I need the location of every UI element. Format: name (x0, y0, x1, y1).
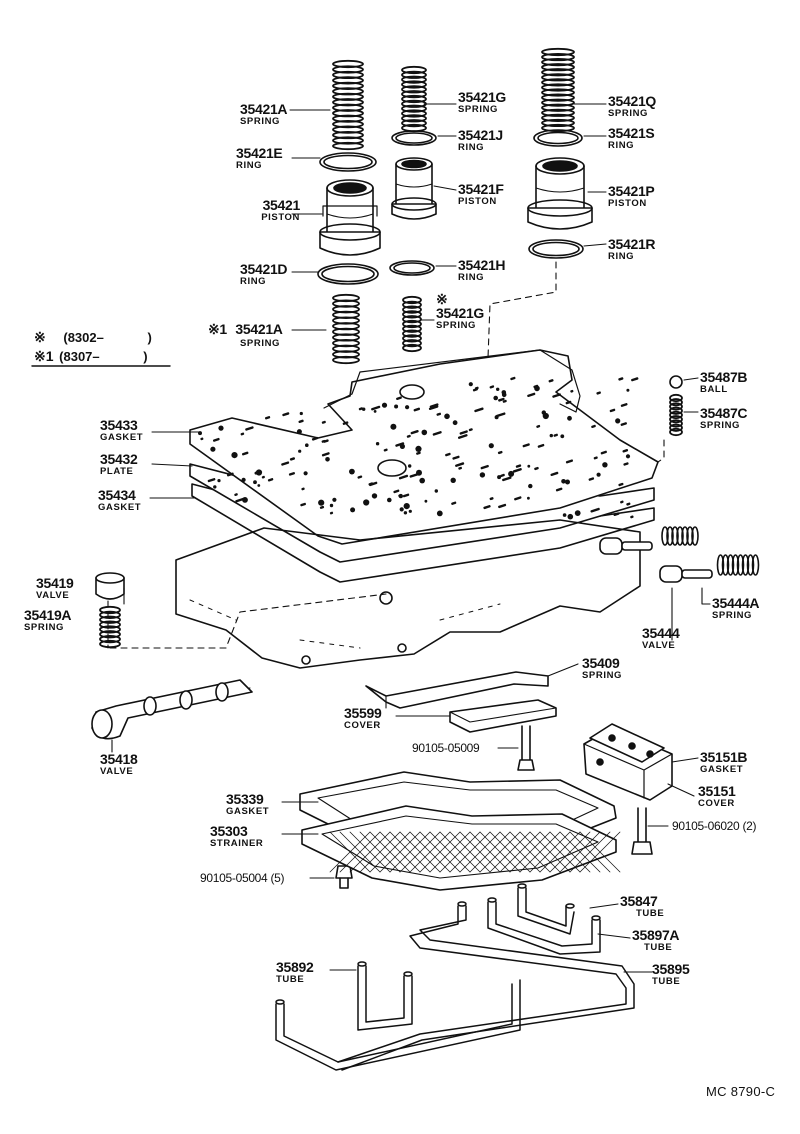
spring-plate-35409 (365, 671, 549, 709)
legend-close-2: ) (143, 349, 148, 364)
upper-plate (323, 349, 581, 413)
callout-35421A-top: 35421A SPRING (240, 101, 288, 127)
bolt-90105-06020 (631, 807, 653, 855)
callout-35419A: 35419A SPRING (24, 607, 72, 633)
callout-35421R: 35421R RING (608, 236, 656, 262)
callout-35895: 35895 TUBE (652, 961, 690, 987)
callout-35892: 35892 TUBE (276, 959, 314, 985)
spring-35421A-top (332, 59, 364, 151)
spring-mid (661, 526, 699, 546)
legend-symbol-1: ※ (34, 329, 46, 345)
spring-35421G-top (401, 65, 427, 133)
callout-35421: 35421 PISTON (261, 197, 300, 223)
callout-35487C: 35487C SPRING (700, 405, 748, 431)
spring-35421G-low (402, 295, 422, 353)
spring-35421A-low (332, 293, 360, 365)
pistons-group (319, 157, 593, 256)
tubes (275, 883, 635, 1071)
callout-35434: 35434 GASKET (98, 487, 142, 513)
ring-35421E-inner (323, 154, 373, 170)
valve-35419 (95, 572, 125, 600)
strainer-mesh (329, 831, 621, 873)
ring-35421D (317, 263, 379, 285)
valve-35418 (91, 679, 253, 753)
springs-group (99, 47, 760, 649)
callout-35151B: 35151B GASKET (700, 749, 748, 775)
callout-35444A: 35444A SPRING (712, 595, 760, 621)
callout-35432: 35432 PLATE (100, 451, 138, 477)
ball-35487B (669, 375, 683, 389)
legend-row-2: ※1 (8307– ) (34, 348, 148, 365)
callout-35421G-lower: ※ 35421G SPRING (436, 291, 485, 331)
callout-35421A-lower: ※1 35421A SPRING (208, 321, 283, 349)
legend-close-1: ) (147, 330, 152, 345)
ring-35421S-inner (537, 131, 579, 145)
callout-35444: 35444 VALVE (642, 625, 680, 651)
callout-35421J: 35421J RING (458, 127, 503, 153)
ring-35421J (391, 130, 437, 146)
callout-35409: 35409 SPRING (582, 655, 623, 681)
plate-port-1 (399, 384, 425, 400)
callout-35421Q: 35421Q SPRING (608, 93, 657, 119)
cover-35599 (449, 699, 557, 733)
legend-text-2: (8307– (59, 349, 100, 364)
spring-35444A (716, 554, 760, 576)
callout-35339: 35339 GASKET (226, 791, 270, 817)
legend-text-1: (8302– (63, 330, 104, 345)
callout-90105-05004: 90105-05004 (5) (200, 871, 285, 885)
callout-35599: 35599 COVER (344, 705, 382, 731)
callout-90105-06020: 90105-06020 (2) (672, 819, 757, 833)
spring-35487C (669, 393, 683, 437)
callout-35847: 35847 TUBE (620, 893, 665, 919)
spring-35421Q (541, 47, 575, 133)
spring-35419A (99, 605, 121, 649)
ring-35421R-inner (532, 241, 580, 257)
callout-90105-05009: 90105-05009 (412, 741, 480, 755)
callout-35151: 35151 COVER (698, 783, 736, 809)
tube-35897A (517, 887, 575, 935)
piston-35421 (319, 179, 381, 256)
bolt-90105-05004 (335, 865, 353, 889)
plate-holes (198, 376, 639, 520)
callout-35303: 35303 STRAINER (210, 823, 264, 849)
bolt-90105-05009 (517, 725, 535, 771)
valve-35444 (599, 537, 713, 641)
callout-35421P: 35421P PISTON (608, 183, 655, 209)
callout-35421H: 35421H RING (458, 257, 506, 283)
legend-symbol-2: ※1 (34, 348, 54, 364)
piston-35421F (391, 157, 437, 220)
ring-35421H (389, 260, 435, 276)
callout-35421G-top: 35421G SPRING (458, 89, 507, 115)
callout-35897A: 35897A TUBE (632, 927, 680, 953)
ring-35421H-inner (393, 262, 431, 274)
valve-body (175, 519, 641, 669)
leader-lines (123, 103, 711, 973)
callout-35421F: 35421F PISTON (458, 181, 504, 207)
tube-35892 (275, 965, 521, 1071)
callout-35421S: 35421S RING (608, 125, 655, 151)
plate-port-2 (377, 459, 407, 477)
cover-35151 (583, 723, 673, 801)
rings-group (317, 129, 584, 285)
callout-35419: 35419 VALVE (36, 575, 74, 601)
ring-35421D-inner (321, 265, 375, 283)
callout-35433: 35433 GASKET (100, 417, 144, 443)
piston-35421P (527, 157, 593, 230)
callout-35421E: 35421E RING (236, 145, 283, 171)
ring-35421R (528, 239, 584, 259)
strainer-35303 (301, 805, 621, 891)
callout-35421D: 35421D RING (240, 261, 288, 287)
plate-stack (189, 349, 659, 583)
reference-code: MC 8790-C (706, 1084, 776, 1099)
legend-row-1: ※ (8302– ) (34, 329, 152, 346)
tube-35847 (487, 901, 601, 955)
ring-35421E (319, 152, 377, 172)
tube-35895 (337, 905, 635, 1071)
callout-35418: 35418 VALVE (100, 751, 138, 777)
callout-35487B: 35487B BALL (700, 369, 748, 395)
ring-35421J-inner (395, 132, 433, 144)
ring-35421S (533, 129, 583, 147)
